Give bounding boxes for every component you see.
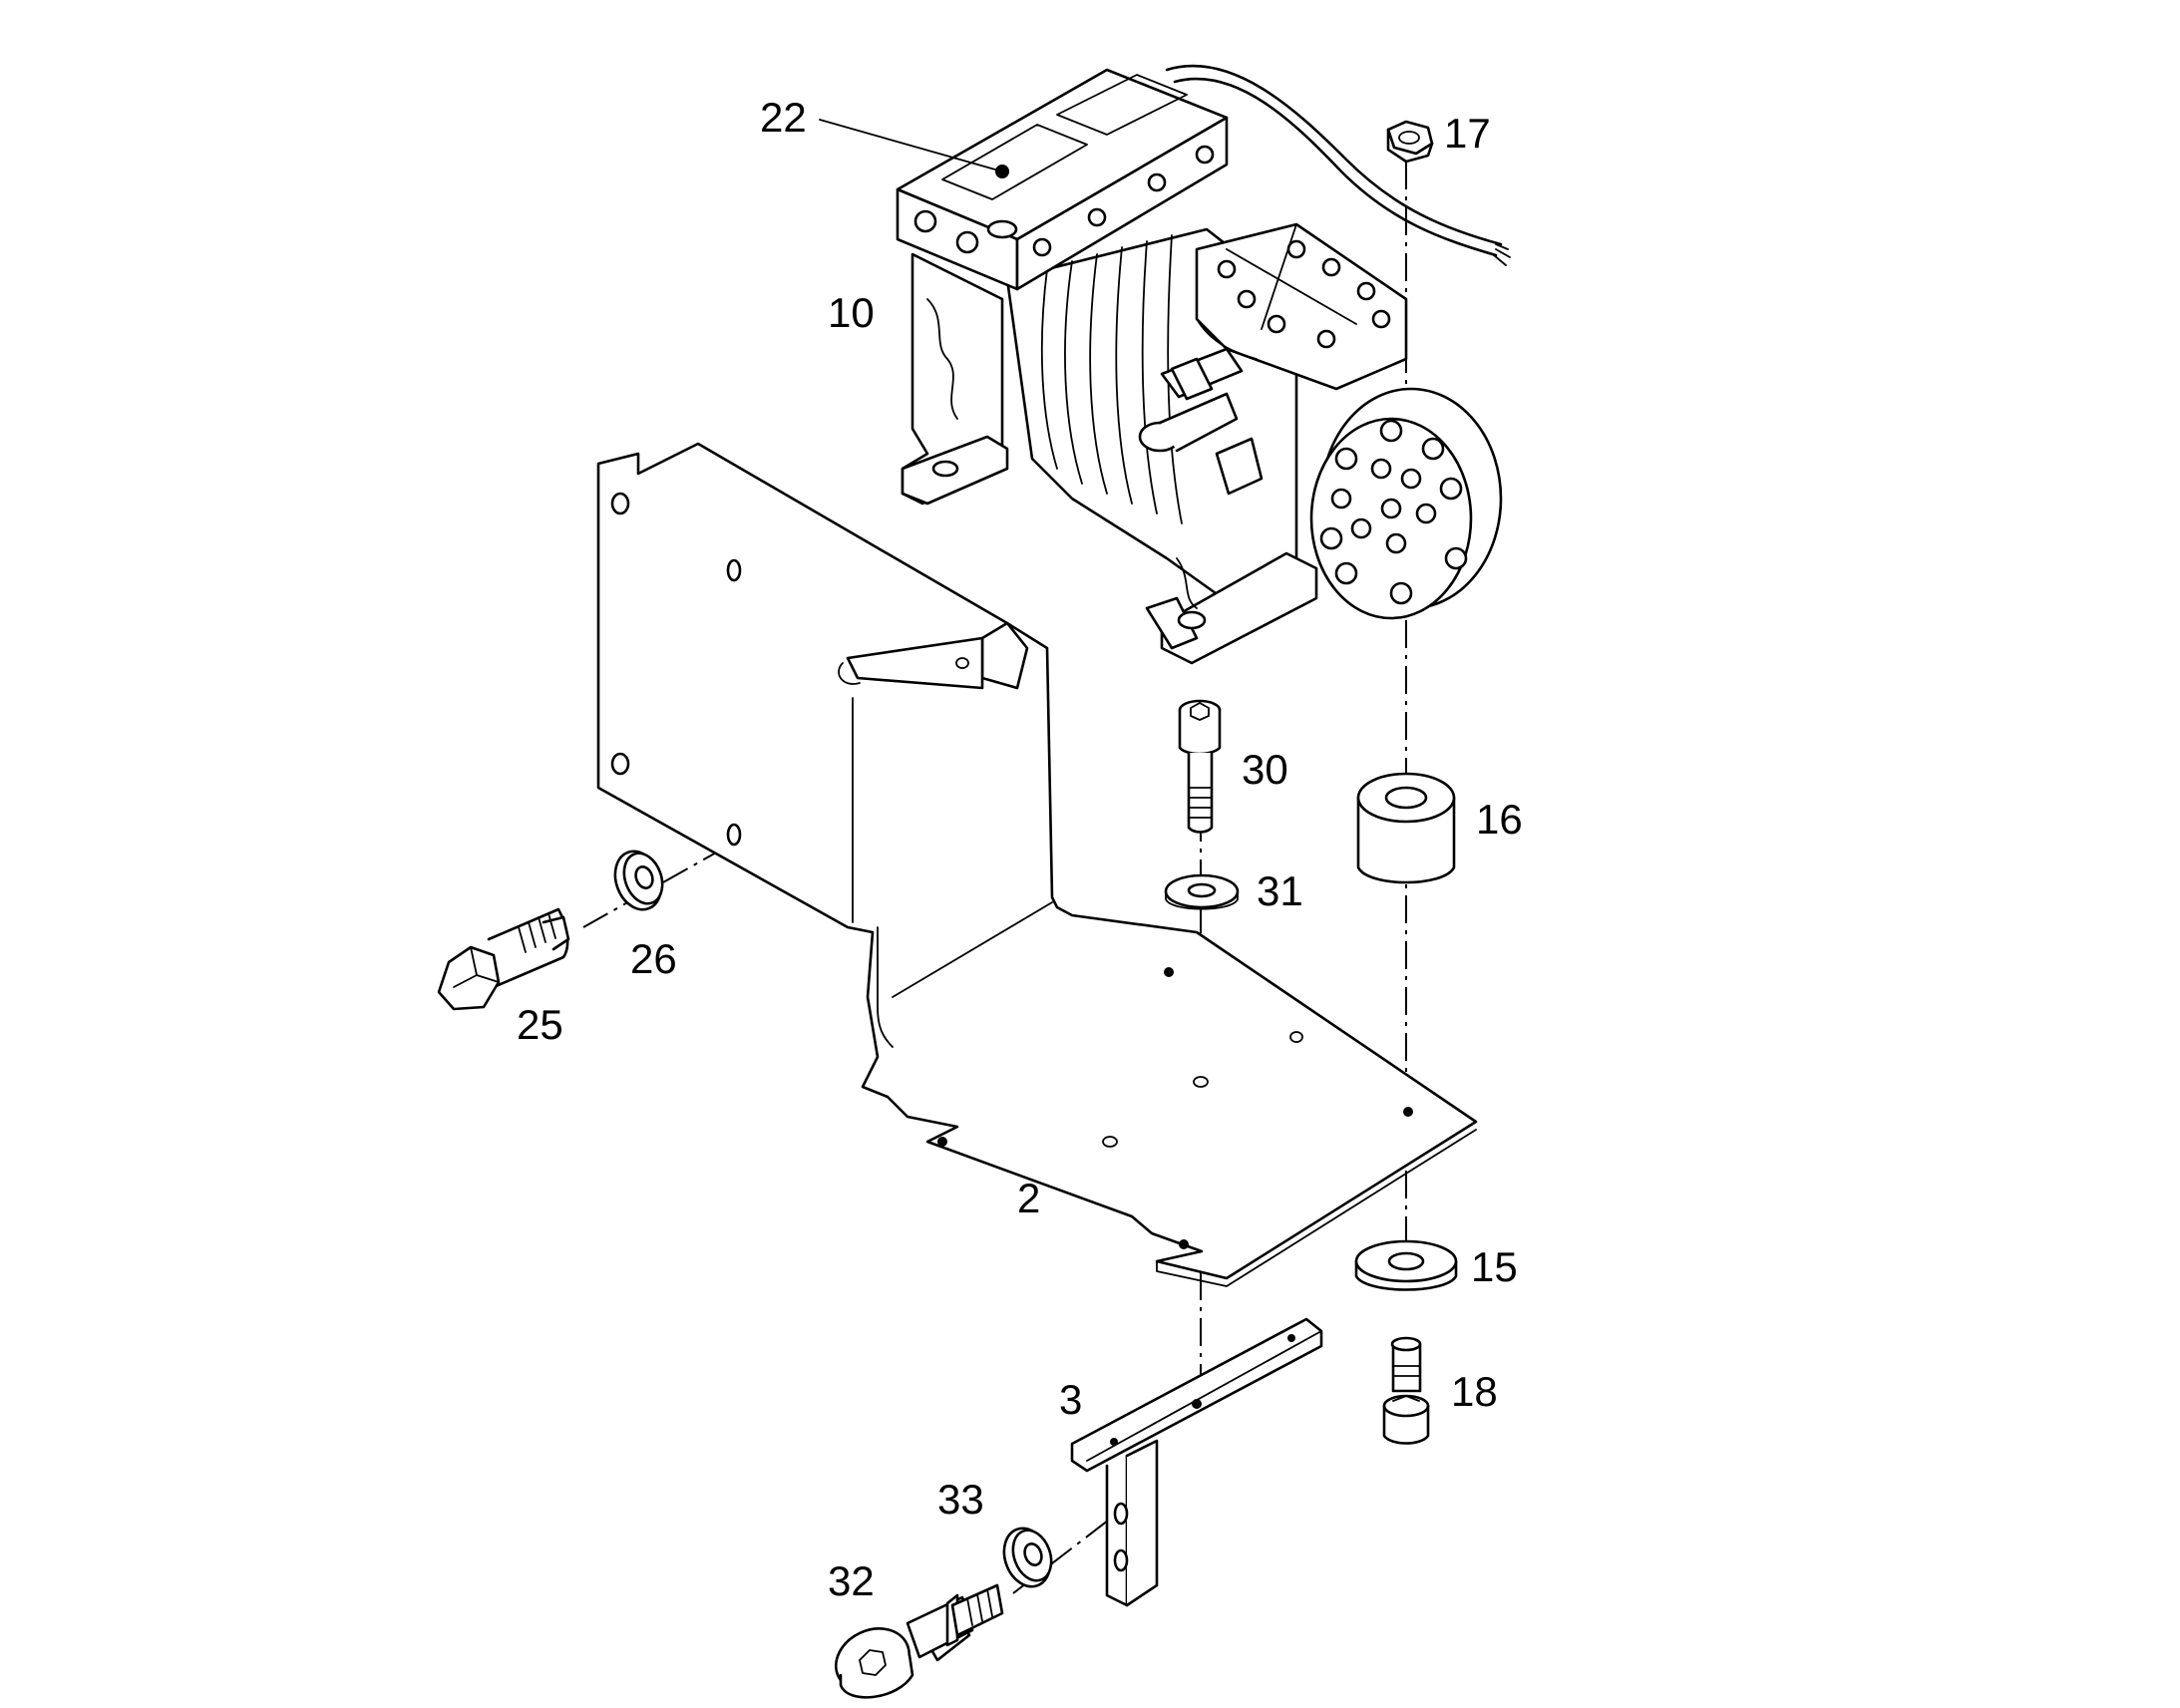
washer-26 (613, 850, 664, 911)
compressor-10 (896, 64, 1511, 665)
leader-22 (819, 119, 1003, 172)
callout-3: 3 (1059, 1376, 1082, 1423)
callout-33: 33 (937, 1476, 984, 1523)
callout-15: 15 (1471, 1243, 1518, 1290)
callout-25: 25 (517, 1001, 563, 1048)
callout-30: 30 (1242, 746, 1288, 793)
nut-17 (1386, 120, 1434, 164)
hex-bolt-25 (437, 907, 570, 1011)
callout-16: 16 (1476, 796, 1523, 843)
washer-33 (1002, 1527, 1053, 1588)
callout-32: 32 (828, 1557, 875, 1604)
callout-2: 2 (1017, 1175, 1040, 1221)
cap-screw-30 (1178, 699, 1222, 834)
callout-18: 18 (1451, 1368, 1498, 1415)
socket-screw-32 (835, 1583, 1004, 1699)
bracket-plate-2 (596, 442, 1478, 1287)
callout-22: 22 (760, 94, 807, 141)
washer-15 (1354, 1239, 1458, 1291)
spacer-16 (1356, 772, 1456, 884)
callout-17: 17 (1444, 110, 1491, 157)
cap-screw-18 (1382, 1336, 1430, 1445)
callout-31: 31 (1257, 867, 1303, 914)
callout-10: 10 (828, 289, 875, 336)
angle-bracket-3 (1070, 1317, 1323, 1607)
washer-31 (1164, 873, 1240, 910)
callout-26: 26 (630, 935, 677, 982)
